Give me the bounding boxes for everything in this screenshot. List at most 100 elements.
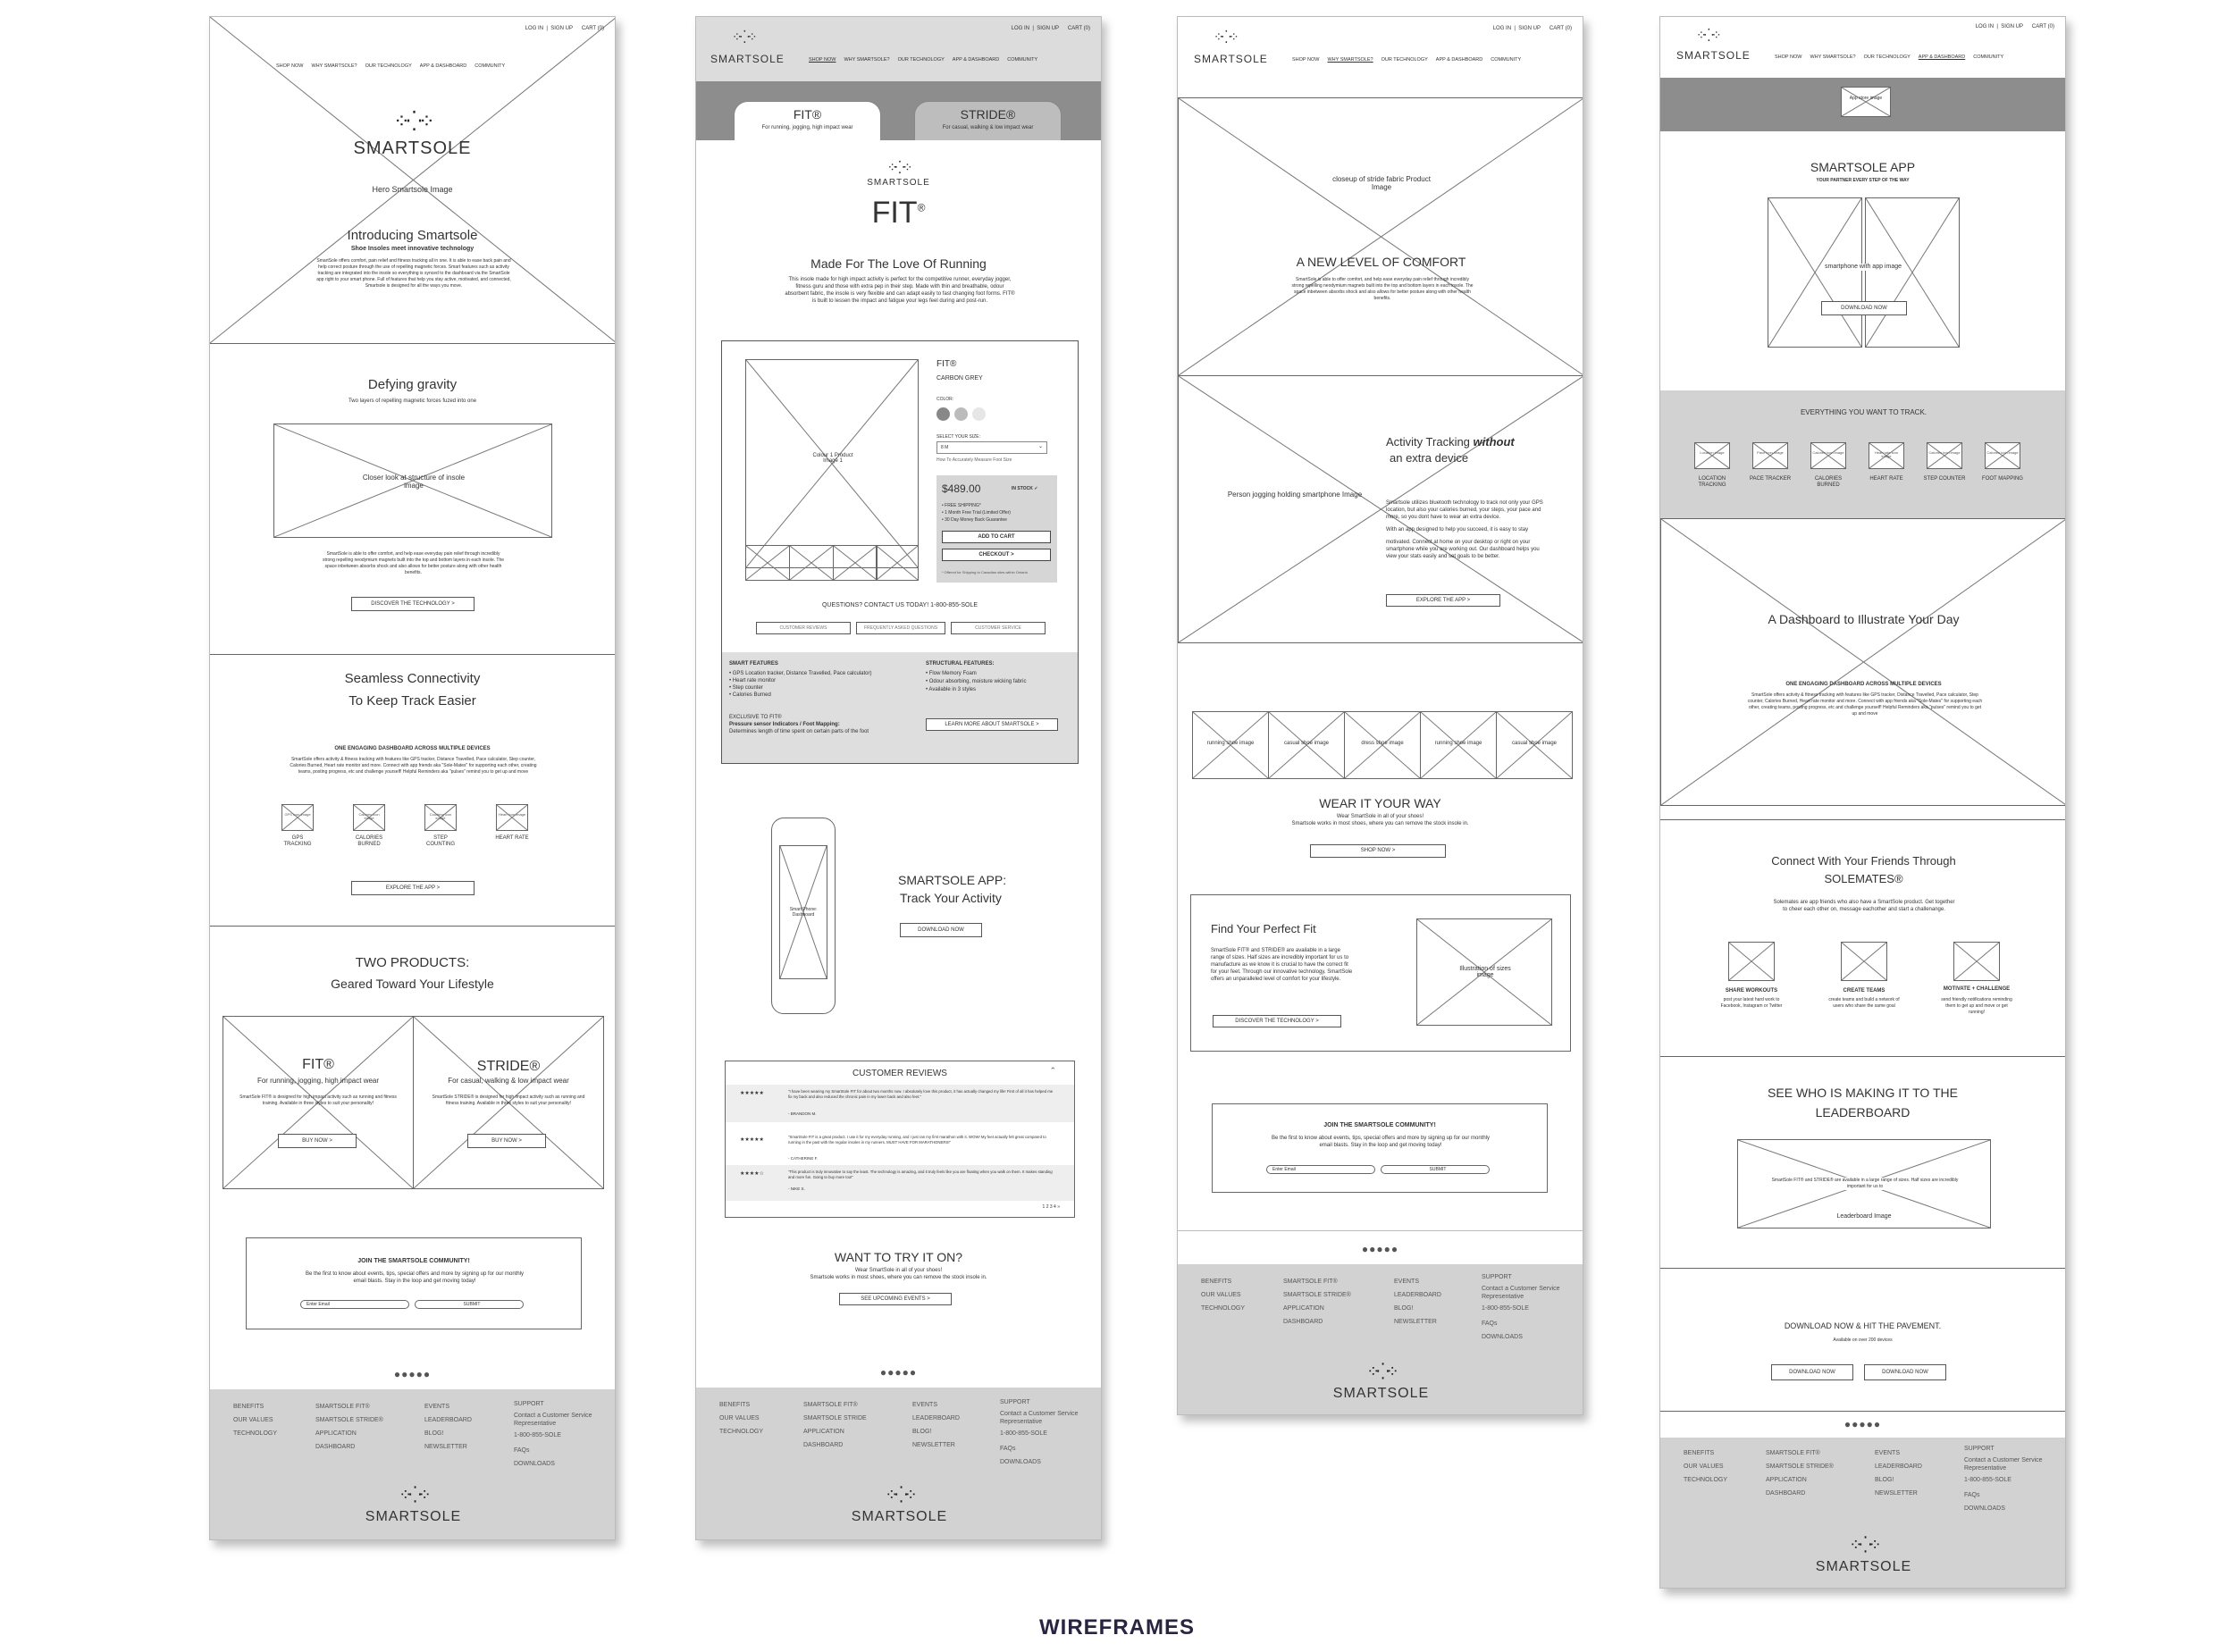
header-bar	[696, 17, 1101, 81]
thumb-4[interactable]	[876, 545, 919, 581]
app-subtitle: Track Your Activity	[900, 891, 1002, 905]
calories-icon: Calories icon Image	[353, 804, 385, 831]
shop-now-button[interactable]: SHOP NOW >	[1310, 844, 1446, 858]
submit-button[interactable]: SUBMIT	[1381, 1165, 1490, 1174]
share-workouts-icon	[1728, 942, 1775, 981]
account-links: LOG IN | SIGN UP CART (0)	[525, 26, 604, 31]
step-counter-icon: Calories icon image	[1927, 442, 1962, 469]
customer-service-link[interactable]: CUSTOMER SERVICE	[951, 622, 1046, 634]
tab-fit[interactable]: FIT® For running, jogging, high impact w…	[734, 101, 881, 144]
thumb-2[interactable]	[789, 545, 834, 581]
hero-image-label: Hero Smartsole Image	[372, 185, 453, 194]
signup-link[interactable]: SIGN UP	[550, 26, 573, 31]
learn-more-button[interactable]: LEARN MORE ABOUT SMARTSOLE >	[926, 718, 1058, 731]
account-links: LOG IN | SIGN UP CART (0)	[1975, 24, 2054, 29]
comfort-body: SmartSole is able to offer comfort, and …	[1291, 277, 1474, 301]
cart-link[interactable]: CART (0)	[581, 26, 604, 31]
discover-technology-button[interactable]: DISCOVER THE TECHNOLOGY >	[351, 597, 475, 611]
email-input[interactable]: Enter Email	[1266, 1165, 1375, 1174]
collapse-icon[interactable]: ⌃	[1049, 1066, 1056, 1075]
leaderboard-title-2: LEADERBOARD	[1815, 1105, 1911, 1120]
pagination[interactable]: 1 2 3 4 »	[1042, 1204, 1060, 1210]
upcoming-events-button[interactable]: SEE UPCOMING EVENTS >	[839, 1293, 952, 1305]
divider	[210, 654, 615, 655]
email-input[interactable]: Enter Email	[300, 1300, 409, 1309]
thumb-1[interactable]	[745, 545, 790, 581]
thumb-3[interactable]	[833, 545, 878, 581]
reviews-panel: CUSTOMER REVIEWS ⌃ ★★★★★ "I have been we…	[725, 1061, 1075, 1218]
reviews-link[interactable]: CUSTOMER REVIEWS	[756, 622, 851, 634]
fit-body: SmartSole FIT® is designed for high impa…	[239, 1094, 397, 1106]
explore-app-button[interactable]: EXPLORE THE APP >	[351, 881, 475, 895]
app-store-banner: App store image	[1660, 78, 2065, 131]
social-icons[interactable]: ●●●●●	[1361, 1243, 1399, 1255]
nav-technology[interactable]: OUR TECHNOLOGY	[365, 63, 412, 69]
review-item: ★★★★★ "I have been wearing my SmartSole …	[726, 1085, 1074, 1122]
swatch-2[interactable]	[954, 407, 968, 421]
discover-technology-button[interactable]: DISCOVER THE TECHNOLOGY >	[1213, 1015, 1341, 1027]
nav-why-smartsole[interactable]: WHY SMARTSOLE?	[311, 63, 357, 69]
activity-subtitle: an extra device	[1390, 451, 1469, 465]
gps-icon: GPS icon Image	[281, 804, 314, 831]
fit-finder-title: Find Your Perfect Fit	[1211, 922, 1316, 935]
swatch-3[interactable]	[972, 407, 986, 421]
intro-title: Introducing Smartsole	[347, 228, 478, 243]
product-panel: Colour 1 Product Image 1 FIT® CARBON GRE…	[721, 340, 1079, 764]
activity-title: Activity Tracking without	[1386, 435, 1515, 449]
icon-label-heart: HEART RATE	[495, 835, 529, 841]
social-icons[interactable]: ●●●●●	[393, 1368, 432, 1380]
brand-logo[interactable]: SMARTSOLE	[710, 53, 785, 65]
gravity-body: SmartSole is able to offer comfort, and …	[322, 551, 505, 575]
review-item: ★★★★★ "SmartSole FIT is a great product.…	[740, 1135, 1046, 1161]
download-button-1[interactable]: DOWNLOAD NOW	[1771, 1364, 1853, 1380]
foot-mapping-icon: Calories icon image	[1985, 442, 2020, 469]
location-icon: Location image	[1694, 442, 1730, 469]
intro-subtitle: Shoe Insoles meet innovative technology	[350, 246, 475, 252]
size-select[interactable]: 8 M	[936, 441, 1047, 454]
faq-link[interactable]: FREQUENTLY ASKED QUESTIONS	[856, 622, 945, 634]
explore-app-button[interactable]: EXPLORE THE APP >	[1386, 594, 1500, 607]
app-title: SMARTSOLE APP	[1810, 160, 1916, 174]
phone-right-image	[1865, 197, 1960, 348]
checkout-button[interactable]: CHECKOUT >	[942, 549, 1051, 561]
stride-product-card	[413, 1016, 604, 1189]
shoe-image-4: running shoe image	[1420, 711, 1497, 779]
logo-mark-icon: ⁘⁛⁘	[885, 1486, 918, 1504]
swatch-carbon-grey[interactable]	[936, 407, 950, 421]
nav-app-dashboard[interactable]: APP & DASHBOARD	[419, 63, 467, 69]
social-icons[interactable]: ●●●●●	[879, 1366, 918, 1379]
person-jogging-image: Person jogging holding smartphone Image …	[1178, 375, 1583, 643]
logo-mark-icon: ⁘⁛⁘	[1214, 29, 1239, 44]
app-store-image[interactable]: App store image	[1841, 87, 1891, 117]
nav-shop-now[interactable]: SHOP NOW	[276, 63, 304, 69]
add-to-cart-button[interactable]: ADD TO CART	[942, 531, 1051, 543]
fit-title: FIT®	[302, 1057, 334, 1072]
shop-page: LOG IN | SIGN UP CART (0) ⁘⁛⁘ SMARTSOLE …	[695, 16, 1102, 1540]
buy-stride-button[interactable]: BUY NOW >	[467, 1134, 546, 1148]
main-nav: SHOP NOW WHY SMARTSOLE? OUR TECHNOLOGY APP …	[276, 63, 513, 69]
download-button[interactable]: DOWNLOAD NOW	[1821, 301, 1907, 315]
social-icons[interactable]: ●●●●●	[1843, 1418, 1882, 1430]
connectivity-body: SmartSole offers activity & fitness trac…	[290, 757, 537, 775]
community-signup-box: JOIN THE SMARTSOLE COMMUNITY! Be the fir…	[246, 1237, 582, 1329]
calories-icon: Calories icon image	[1810, 442, 1846, 469]
app-title: SMARTSOLE APP:	[898, 873, 1007, 887]
fit-finder-body: SmartSole FIT® and STRIDE® are available…	[1211, 948, 1353, 982]
buy-fit-button[interactable]: BUY NOW >	[278, 1134, 357, 1148]
fabric-closeup-image: closeup of stride fabric Product Image A…	[1178, 97, 1583, 376]
download-button-2[interactable]: DOWNLOAD NOW	[1864, 1364, 1946, 1380]
product-image: Colour 1 Product Image 1	[745, 359, 919, 568]
solemates-section: Connect With Your Friends Through SOLEMA…	[1660, 819, 2065, 1057]
measure-link[interactable]: How To Accurately Measure Foot Size	[936, 457, 1012, 463]
tab-stride[interactable]: STRIDE® For casual, walking & low impact…	[914, 101, 1062, 144]
download-app-button[interactable]: DOWNLOAD NOW	[900, 923, 982, 937]
login-link[interactable]: LOG IN	[525, 26, 544, 31]
nav-community[interactable]: COMMUNITY	[475, 63, 506, 69]
product-name: FIT®	[936, 359, 957, 369]
create-teams-icon	[1841, 942, 1887, 981]
features-area: SMART FEATURES • GPS Location tracker, D…	[722, 652, 1078, 763]
submit-button[interactable]: SUBMIT	[415, 1300, 524, 1309]
